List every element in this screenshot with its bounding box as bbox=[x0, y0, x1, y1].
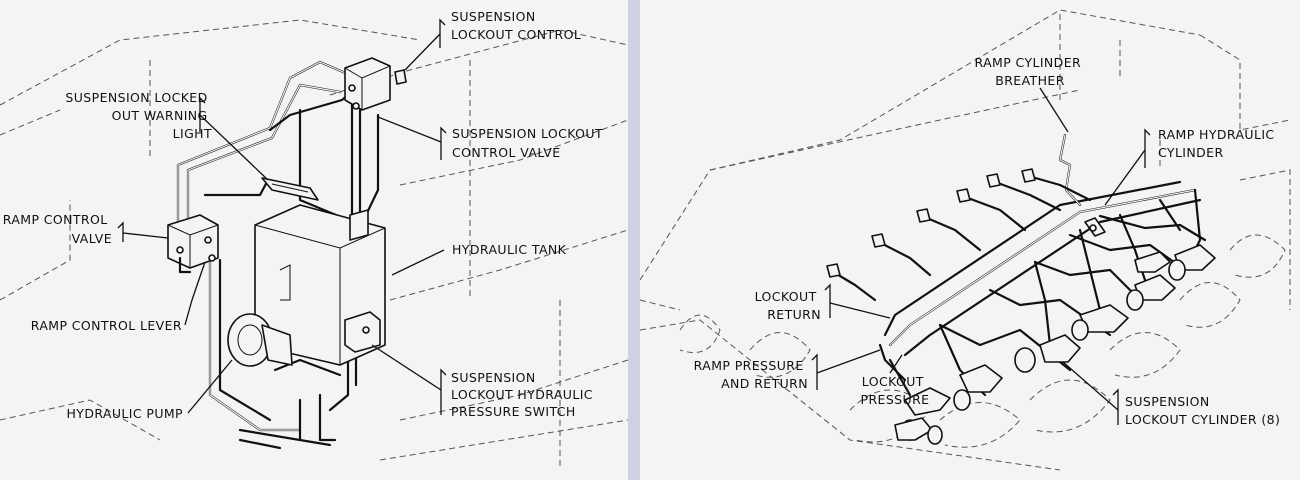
label-ramp-hydraulic-cylinder: RAMP HYDRAULIC CYLINDER bbox=[1158, 127, 1279, 160]
label-suspension-lockout-cylinder: SUSPENSION LOCKOUT CYLINDER (8) bbox=[1125, 394, 1280, 427]
label-hydraulic-pump: HYDRAULIC PUMP bbox=[66, 406, 183, 421]
label-ramp-pressure-and-return: RAMP PRESSURE AND RETURN bbox=[694, 358, 808, 391]
panel-divider bbox=[628, 0, 640, 480]
lockout-control-valve-box bbox=[344, 57, 391, 111]
lockout-cylinder-6 bbox=[1168, 244, 1216, 281]
label-hydraulic-tank: HYDRAULIC TANK bbox=[452, 242, 567, 257]
label-suspension-lockout-control: SUSPENSION LOCKOUT CONTROL bbox=[451, 9, 581, 42]
left-label-layer: SUSPENSION LOCKOUT CONTROL SUSPENSION LO… bbox=[3, 9, 607, 421]
hull-outline-ghost bbox=[0, 19, 628, 470]
left-diagram-panel: SUSPENSION LOCKOUT CONTROL SUSPENSION LO… bbox=[0, 0, 628, 480]
lockout-cylinder-5 bbox=[1126, 274, 1176, 311]
lockout-cylinder-8 bbox=[894, 417, 943, 445]
warning-light-plate bbox=[261, 177, 319, 201]
leader-lines bbox=[117, 18, 447, 415]
hull-outline-ghost bbox=[640, 9, 1291, 471]
lockout-cylinders bbox=[894, 244, 1216, 445]
hose-ends bbox=[826, 168, 1092, 302]
label-ramp-control-lever: RAMP CONTROL LEVER bbox=[31, 318, 182, 333]
ramp-control-valve-body bbox=[167, 214, 219, 274]
label-suspension-lockout-hydraulic-pressure-switch: SUSPENSION LOCKOUT HYDRAULIC PRESSURE SW… bbox=[451, 370, 597, 419]
ramp-hydraulic-cylinder-body bbox=[1084, 217, 1106, 237]
control-connector bbox=[394, 69, 407, 85]
label-suspension-lockout-control-valve: SUSPENSION LOCKOUT CONTROL VALVE bbox=[452, 126, 607, 160]
lockout-cylinder-2 bbox=[953, 364, 1003, 411]
pressure-switch-body bbox=[344, 311, 381, 353]
lockout-cylinder-3 bbox=[1014, 334, 1081, 373]
label-ramp-control-valve: RAMP CONTROL VALVE bbox=[3, 212, 112, 246]
hydraulic-components-drawing: SUSPENSION LOCKOUT CONTROL SUSPENSION LO… bbox=[0, 9, 628, 470]
lockout-piping-network bbox=[878, 133, 1207, 397]
right-label-layer: RAMP CYLINDER BREATHER RAMP HYDRAULIC CY… bbox=[694, 55, 1280, 427]
label-ramp-cylinder-breather: RAMP CYLINDER BREATHER bbox=[975, 55, 1086, 88]
leader-lines bbox=[811, 87, 1151, 425]
hydraulic-pump-body bbox=[227, 313, 293, 367]
lockout-cylinder-4 bbox=[1071, 304, 1129, 341]
lockout-piping-drawing: RAMP CYLINDER BREATHER RAMP HYDRAULIC CY… bbox=[640, 9, 1291, 471]
label-lockout-pressure: LOCKOUT PRESSURE bbox=[861, 374, 930, 407]
lockout-cylinder-7 bbox=[1134, 251, 1171, 273]
right-diagram-panel: RAMP CYLINDER BREATHER RAMP HYDRAULIC CY… bbox=[640, 0, 1300, 480]
label-suspension-locked-out-warning-light: SUSPENSION LOCKED OUT WARNING LIGHT bbox=[65, 90, 212, 141]
label-lockout-return: LOCKOUT RETURN bbox=[755, 289, 821, 322]
